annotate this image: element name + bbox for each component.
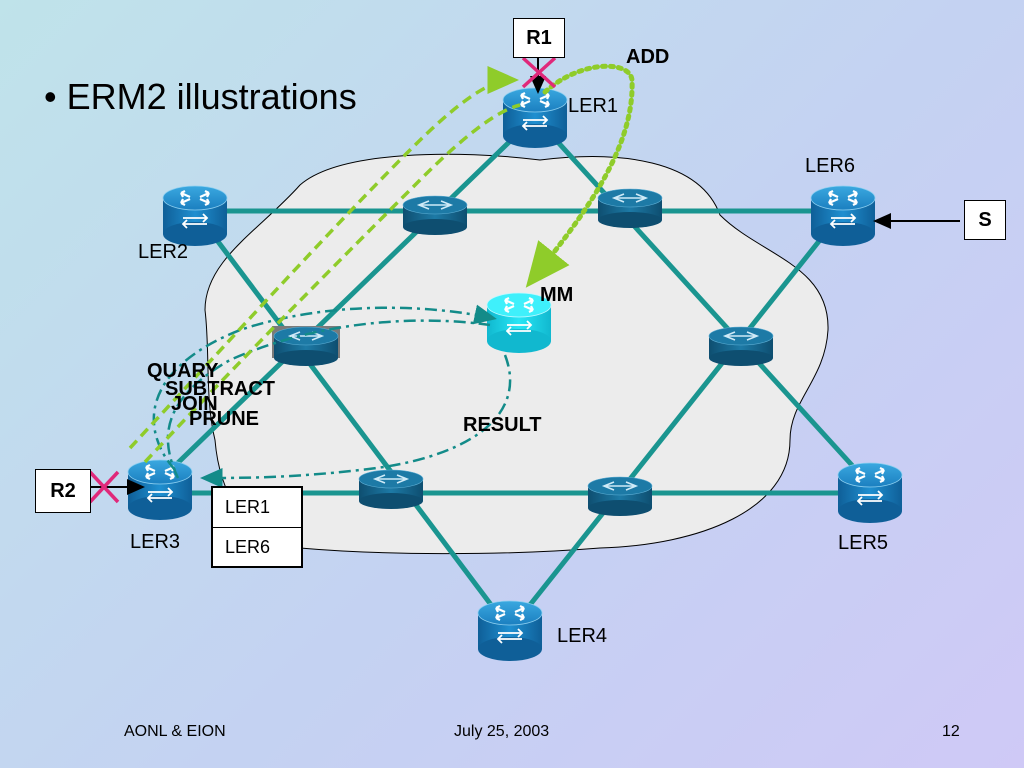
label-mm: MM [540,284,574,306]
core-switch-3[interactable] [272,326,340,366]
box-r1[interactable]: R1 [513,18,565,58]
page-number: 12 [942,723,960,740]
box-r2[interactable]: R2 [35,469,91,513]
footer-date: July 25, 2003 [454,723,550,740]
label-ler3: LER3 [130,531,181,553]
label-add: ADD [626,46,670,68]
core-switch-1[interactable] [402,195,468,235]
router-ler1[interactable] [502,87,568,148]
cross-icon [88,470,120,504]
core-switch-5[interactable] [358,469,424,509]
label-ler1: LER1 [568,95,619,117]
label-quary: QUARY [147,360,219,382]
router-ler6[interactable] [810,185,876,246]
label-ler6: LER6 [805,155,856,177]
table-row: LER6 [213,527,301,566]
label-ler2: LER2 [138,241,189,263]
footer-left: AONL & EION [124,723,226,740]
label-prune: PRUNE [189,408,260,430]
label-join: JOIN [171,393,218,415]
add-path [525,63,635,288]
label-subtract: SUBTRACT [165,378,275,400]
core-switch-6[interactable] [587,476,653,516]
router-ler4[interactable] [477,600,543,661]
box-s[interactable]: S [964,200,1006,240]
label-ler4: LER4 [557,625,608,647]
router-ler3[interactable] [127,459,193,520]
core-switch-2[interactable] [597,188,663,228]
slide-bullet: • ERM2 illustrations [44,76,357,117]
router-mm[interactable] [486,292,552,353]
table-row: LER1 [225,497,271,517]
router-ler5[interactable] [837,462,903,523]
label-ler5: LER5 [838,532,889,554]
query-path [128,66,521,464]
network-cloud [204,153,829,555]
cross-icon [521,56,557,89]
router-ler2[interactable] [162,185,228,246]
routing-table: LER1 LER6 [211,486,303,568]
core-switch-4[interactable] [708,326,774,366]
label-result: RESULT [463,414,542,436]
